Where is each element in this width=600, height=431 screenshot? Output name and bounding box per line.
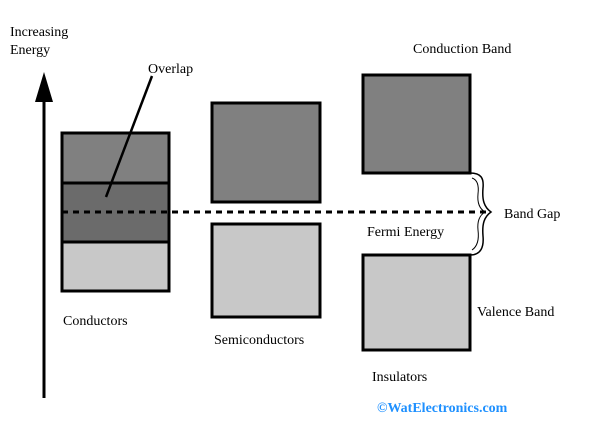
conduction-band-label: Conduction Band — [413, 42, 511, 57]
semiconductors-label: Semiconductors — [214, 333, 304, 348]
semiconductor-valence-band — [210, 222, 322, 319]
semiconductor-conduction-band — [210, 101, 322, 204]
conductor-valence-band — [60, 240, 171, 293]
overlap-label: Overlap — [148, 62, 193, 77]
conductor-bands — [60, 131, 171, 293]
fermi-energy-label: Fermi Energy — [367, 225, 444, 240]
insulator-bands — [361, 73, 472, 352]
energy-axis — [35, 72, 53, 398]
valence-band-label: Valence Band — [477, 305, 554, 320]
insulator-valence-band — [361, 253, 472, 352]
insulators-label: Insulators — [372, 370, 427, 385]
axis-title-line1: Increasing — [10, 25, 68, 40]
axis-title-line2: Energy — [10, 43, 50, 58]
semiconductor-bands — [210, 101, 322, 319]
overlap-pointer-line — [104, 75, 154, 198]
conductors-label: Conductors — [63, 314, 128, 329]
band-gap-brace-inner — [471, 177, 486, 251]
watermark-text: ©WatElectronics.com — [377, 401, 508, 416]
insulator-conduction-band — [361, 73, 472, 175]
band-gap-brace — [469, 172, 493, 256]
band-gap-label: Band Gap — [504, 207, 560, 222]
energy-axis-arrowhead — [35, 72, 53, 102]
